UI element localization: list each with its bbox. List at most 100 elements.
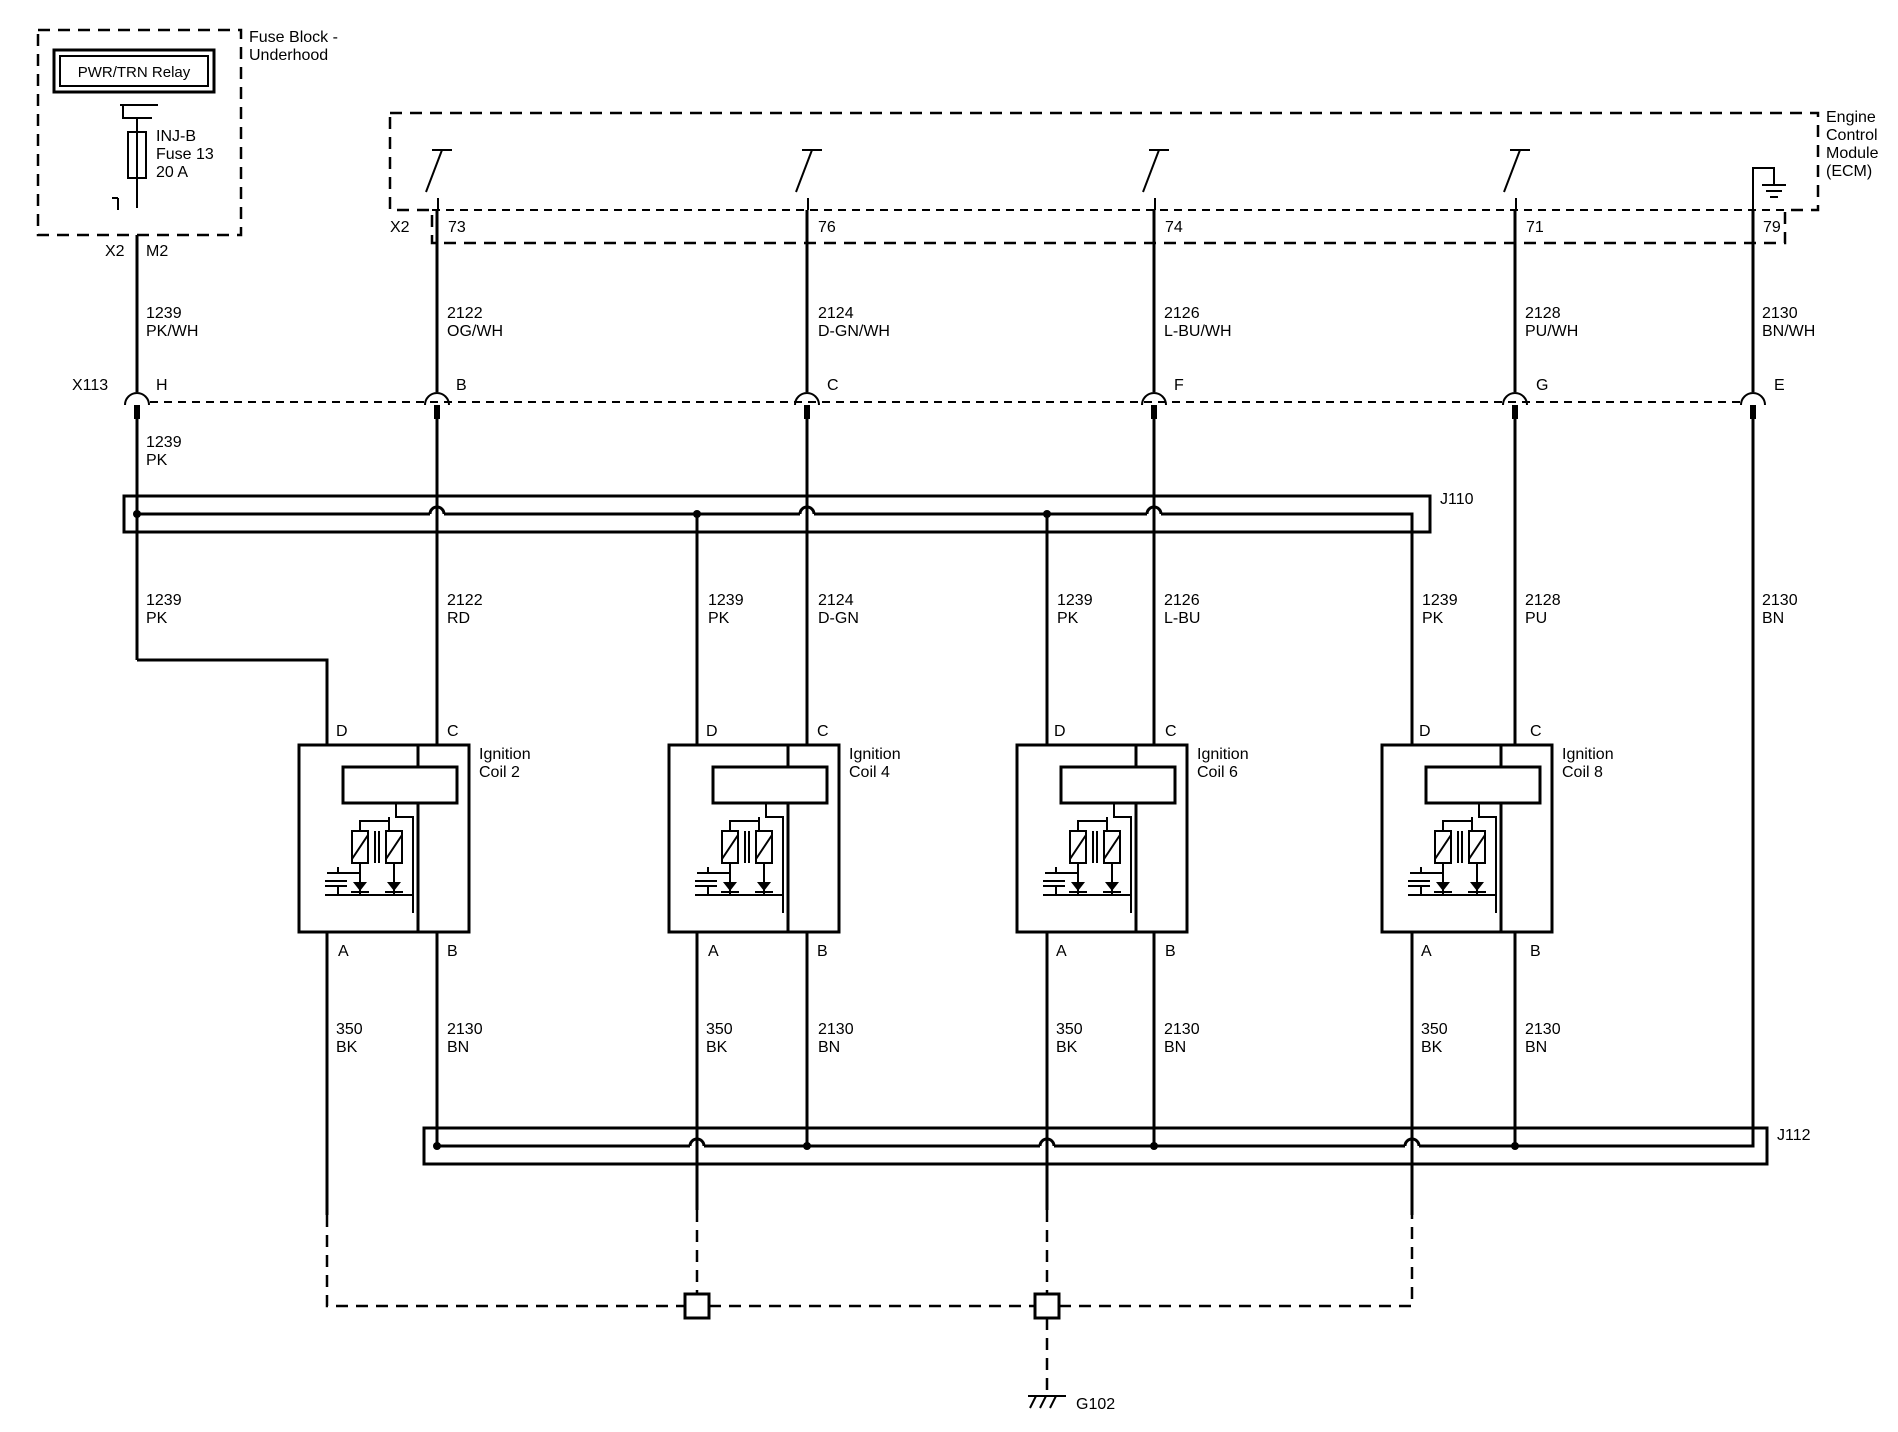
x113-pin-f: F <box>1174 377 1184 394</box>
upper-wires <box>135 210 1755 392</box>
coil6-feed-number: 1239 <box>1057 592 1093 609</box>
x113-pin-h: H <box>156 377 168 394</box>
ground-splice-left <box>683 1292 711 1320</box>
coil-6-name-1: Ignition <box>1197 746 1249 763</box>
ecm-pin-74: 74 <box>1165 219 1183 236</box>
ignition-coil-4: Ignition Coil 4 D C A B <box>667 723 901 960</box>
x113-pin-c: C <box>827 377 839 394</box>
ground-splice-right <box>1033 1292 1061 1320</box>
coil2-ground-number: 350 <box>336 1021 363 1038</box>
circuit-2130-bnwh-color: BN/WH <box>1762 323 1815 340</box>
splice-j110: J110 <box>122 491 1474 534</box>
engine-control-module: Engine Control Module (ECM) X2 73 76 74 … <box>388 109 1879 245</box>
x113-pin-g: G <box>1536 377 1548 394</box>
ecm-title-4: (ECM) <box>1826 163 1872 180</box>
coil4-return-number: 2130 <box>818 1021 854 1038</box>
coil-8-pin-b: B <box>1530 943 1541 960</box>
circuit-1239-pk-color: PK <box>146 452 168 469</box>
j110-label: J110 <box>1440 491 1474 508</box>
ignition-coil-6: Ignition Coil 6 D C A B <box>1015 723 1249 960</box>
coil4-signal-number: 2124 <box>818 592 854 609</box>
ecm-pin-76: 76 <box>818 219 836 236</box>
circuit-2128-puwh-color: PU/WH <box>1525 323 1578 340</box>
circuit-2122-ogwh-number: 2122 <box>447 305 483 322</box>
fuse-block-title-2: Underhood <box>249 47 328 64</box>
j112-label: J112 <box>1777 1127 1811 1144</box>
coil2-ground-color: BK <box>336 1039 358 1056</box>
mid-wires <box>135 419 1755 1130</box>
x113-pin-e: E <box>1774 377 1785 394</box>
coil-2-pin-b: B <box>447 943 458 960</box>
coil8-feed-color: PK <box>1422 610 1444 627</box>
fuse-number: Fuse 13 <box>156 146 214 163</box>
ecm-pin-73: 73 <box>448 219 466 236</box>
lower-wires <box>325 932 1517 1215</box>
coil8-return-color: BN <box>1525 1039 1547 1056</box>
coil-4-pin-b: B <box>817 943 828 960</box>
coil4-feed-color: PK <box>708 610 730 627</box>
coil-6-pin-d: D <box>1054 723 1066 740</box>
ignition-coil-2: Ignition Coil 2 D C A B <box>297 723 531 960</box>
coil6-return-number: 2130 <box>1164 1021 1200 1038</box>
coil-2-pin-a: A <box>338 943 349 960</box>
ground-label: G102 <box>1076 1396 1115 1413</box>
fuse-block: PWR/TRN Relay Fuse Block - Underhood INJ… <box>36 28 338 260</box>
circuit-2122-ogwh-color: OG/WH <box>447 323 503 340</box>
ground-circuit-color: BN <box>1762 610 1784 627</box>
coil-4-pin-d: D <box>706 723 718 740</box>
coil6-signal-color: L-BU <box>1164 610 1200 627</box>
coil2-return-color: BN <box>447 1039 469 1056</box>
coil6-return-color: BN <box>1164 1039 1186 1056</box>
coil-2-pin-c: C <box>447 723 459 740</box>
coil2-signal-color: RD <box>447 610 470 627</box>
circuit-2130-bnwh-number: 2130 <box>1762 305 1798 322</box>
coil8-signal-color: PU <box>1525 610 1547 627</box>
coil6-ground-number: 350 <box>1056 1021 1083 1038</box>
coil-8-name-1: Ignition <box>1562 746 1614 763</box>
coil8-signal-number: 2128 <box>1525 592 1561 609</box>
coil8-feed-number: 1239 <box>1422 592 1458 609</box>
connector-pin-icons <box>124 392 1766 419</box>
coil-8-pin-a: A <box>1421 943 1432 960</box>
circuit-2128-puwh-number: 2128 <box>1525 305 1561 322</box>
coil-4-name-2: Coil 4 <box>849 764 890 781</box>
circuit-1239-pkwh-color: PK/WH <box>146 323 198 340</box>
ignition-coil-8: Ignition Coil 8 D C A B <box>1380 723 1614 960</box>
ecm-title-3: Module <box>1826 145 1879 162</box>
coil4-ground-color: BK <box>706 1039 728 1056</box>
coil4-signal-color: D-GN <box>818 610 859 627</box>
x113-pin-b: B <box>456 377 467 394</box>
coil6-feed-color: PK <box>1057 610 1079 627</box>
coil-6-name-2: Coil 6 <box>1197 764 1238 781</box>
ecm-pin-71: 71 <box>1526 219 1544 236</box>
ecm-ground-icon <box>1752 167 1786 210</box>
coil-6-pin-a: A <box>1056 943 1067 960</box>
coil2-signal-number: 2122 <box>447 592 483 609</box>
ecm-pin-79: 79 <box>1763 219 1781 236</box>
x113-label: X113 <box>72 377 108 394</box>
ecm-title-1: Engine <box>1826 109 1876 126</box>
ground-circuit-number: 2130 <box>1762 592 1798 609</box>
fuse-connector: X2 <box>105 243 125 260</box>
coil4-return-color: BN <box>818 1039 840 1056</box>
ecm-title-2: Control <box>1826 127 1878 144</box>
circuit-2124-dgnwh-number: 2124 <box>818 305 854 322</box>
coil4-ground-number: 350 <box>706 1021 733 1038</box>
coil6-ground-color: BK <box>1056 1039 1078 1056</box>
ecm-connector: X2 <box>390 219 410 236</box>
coil-8-name-2: Coil 8 <box>1562 764 1603 781</box>
circuit-1239-pk-number: 1239 <box>146 434 182 451</box>
coil8-return-number: 2130 <box>1525 1021 1561 1038</box>
fuse-pin: M2 <box>146 243 168 260</box>
circuit-2126-lbuwh-color: L-BU/WH <box>1164 323 1232 340</box>
coil6-signal-number: 2126 <box>1164 592 1200 609</box>
circuit-1239-pkwh-number: 1239 <box>146 305 182 322</box>
ecm-driver-switches <box>425 149 1530 210</box>
circuit-2124-dgnwh-color: D-GN/WH <box>818 323 890 340</box>
chassis-ground-icon <box>1028 1395 1066 1409</box>
coil-6-pin-c: C <box>1165 723 1177 740</box>
coil-6-pin-b: B <box>1165 943 1176 960</box>
coil-8-pin-c: C <box>1530 723 1542 740</box>
coil-4-pin-a: A <box>708 943 719 960</box>
